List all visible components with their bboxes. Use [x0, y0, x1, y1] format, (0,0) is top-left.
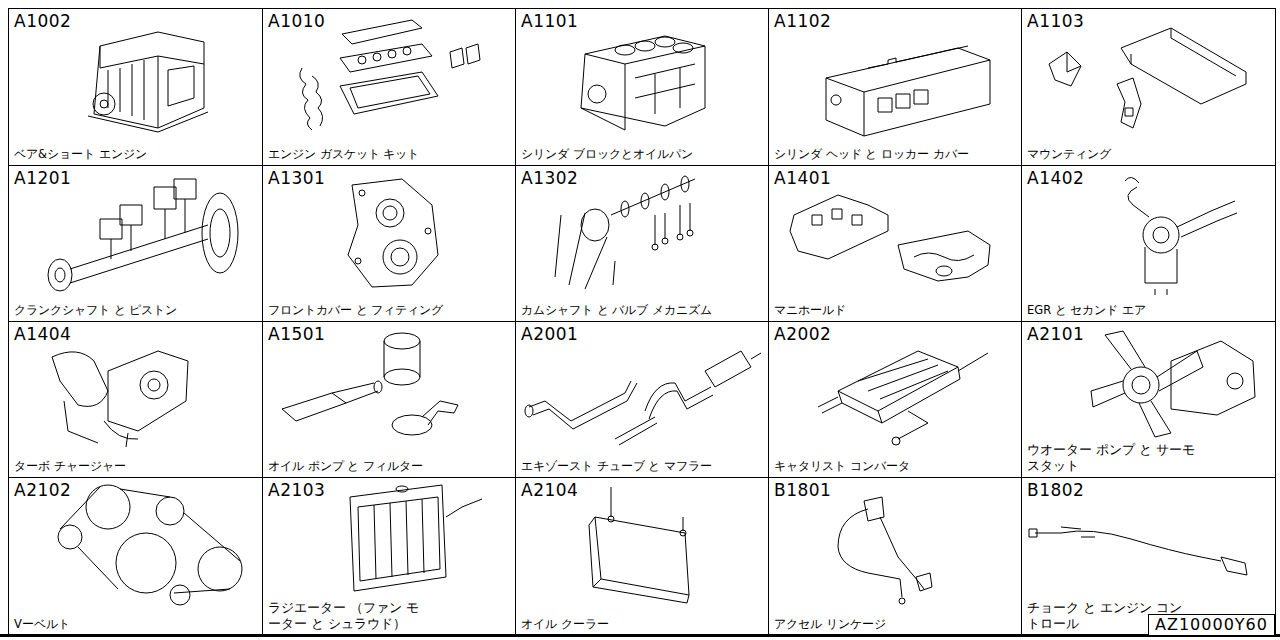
catalog-cell: A1401 マニホールド	[768, 165, 1022, 322]
catalog-cell: A2001 エキゾースト チューブ と マフラー	[515, 321, 769, 478]
part-name: シリンダ ヘッド と ロッカー カバー	[774, 146, 1017, 162]
part-name: キャタリスト コンバータ	[774, 458, 1017, 474]
part-name: エンジン ガスケット キット	[268, 146, 511, 162]
part-code: A1302	[521, 168, 764, 188]
part-code: A2001	[521, 324, 764, 344]
front-cover-drawing	[348, 179, 438, 287]
choke-cable-drawing	[1029, 527, 1247, 575]
turbocharger-drawing	[52, 351, 188, 447]
drawing-number: AZ10000Y60	[1155, 616, 1268, 634]
catalog-cell: A2103 ラジエーター （ファン モーター と シュラウド）	[262, 477, 516, 636]
camshaft-drawing	[555, 176, 695, 289]
cylinder-head-drawing	[826, 46, 990, 136]
part-code: A2103	[268, 480, 511, 500]
part-name: オイル クーラー	[521, 616, 764, 632]
catalog-cell: A2104 オイル クーラー	[515, 477, 769, 636]
part-code: A1102	[774, 11, 1017, 31]
part-code: A1103	[1027, 11, 1271, 31]
water-pump-drawing	[1091, 331, 1255, 437]
cylinder-block-drawing	[581, 36, 705, 130]
catalog-cell: A1402EGR と セカンド エア	[1021, 165, 1276, 322]
part-name: エキゾースト チューブ と マフラー	[521, 458, 764, 474]
catalog-cell: A2002 キャタリスト コンバータ	[768, 321, 1022, 478]
part-name: シリンダ ブロックとオイルパン	[521, 146, 764, 162]
catalog-cell: B1801 アクセル リンケージ	[768, 477, 1022, 636]
crankshaft-drawing	[48, 179, 238, 291]
part-code: B1801	[774, 480, 1017, 500]
mounting-drawing	[1049, 28, 1246, 128]
part-code: A1401	[774, 168, 1017, 188]
part-code: A1201	[14, 168, 258, 188]
manifold-drawing	[790, 195, 990, 281]
catalog-cell: A1404 ターボ チャージャー	[8, 321, 263, 478]
drawing-number-box: AZ10000Y60	[1148, 614, 1275, 636]
part-name: ターボ チャージャー	[14, 458, 258, 474]
oil-filter-drawing	[282, 333, 458, 435]
catalog-cell: A1103 マウンティング	[1021, 8, 1276, 166]
catalog-cell: A1010 エンジン ガスケット キット	[262, 8, 516, 166]
radiator-drawing	[350, 485, 482, 591]
egr-valve-drawing	[1125, 177, 1237, 295]
part-name: EGR と セカンド エア	[1027, 302, 1271, 318]
part-code: A2101	[1027, 324, 1271, 344]
catalog-cell: A1201 クランクシャフト と ピストン	[8, 165, 263, 322]
catalog-cell: A1102 シリンダ ヘッド と ロッカー カバー	[768, 8, 1022, 166]
exhaust-drawing	[525, 351, 761, 445]
catalog-cell: A1301 フロントカバー と フィティング	[262, 165, 516, 322]
catalog-cell: A1101 シリンダ ブロックとオイルパン	[515, 8, 769, 166]
part-code: A1101	[521, 11, 764, 31]
part-name: マニホールド	[774, 302, 1017, 318]
accelerator-linkage-drawing	[838, 497, 932, 604]
part-code: A1002	[14, 11, 258, 31]
catalog-cell: B1802チョーク と エンジン コントロール	[1021, 477, 1276, 636]
part-name: Vーベルト	[14, 616, 258, 632]
catalog-cell: A1501 オイル ポンプ と フィルター	[262, 321, 516, 478]
part-name: フロントカバー と フィティング	[268, 302, 511, 318]
v-belt-drawing	[58, 485, 242, 605]
part-name: アクセル リンケージ	[774, 616, 1017, 632]
part-name: クランクシャフト と ピストン	[14, 302, 258, 318]
part-name: マウンティング	[1027, 146, 1271, 162]
part-code: A1501	[268, 324, 511, 344]
part-name: ラジエーター （ファン モーター と シュラウド）	[268, 600, 428, 632]
part-name: ウオーター ポンプ と サーモスタット	[1027, 442, 1197, 474]
part-code: B1802	[1027, 480, 1271, 500]
catalog-cell: A1302 カムシャフト と バルブ メカニズム	[515, 165, 769, 322]
part-code: A2002	[774, 324, 1017, 344]
part-code: A2102	[14, 480, 258, 500]
part-code: A1010	[268, 11, 511, 31]
part-code: A1402	[1027, 168, 1271, 188]
catalog-cell: A1002 ベア&ショート エンジン	[8, 8, 263, 166]
part-name: カムシャフト と バルブ メカニズム	[521, 302, 764, 318]
part-code: A1404	[14, 324, 258, 344]
catalytic-converter-drawing	[818, 351, 988, 445]
catalog-cell: A2102Vーベルト	[8, 477, 263, 636]
part-name: ベア&ショート エンジン	[14, 146, 258, 162]
part-code: A2104	[521, 480, 764, 500]
engine-drawing	[88, 32, 208, 132]
part-name: オイル ポンプ と フィルター	[268, 458, 511, 474]
oil-cooler-drawing	[589, 487, 689, 603]
part-code: A1301	[268, 168, 511, 188]
catalog-cell: A2101 ウオーター ポンプ と サーモスタット	[1021, 321, 1276, 478]
gasket-drawing	[300, 20, 480, 130]
